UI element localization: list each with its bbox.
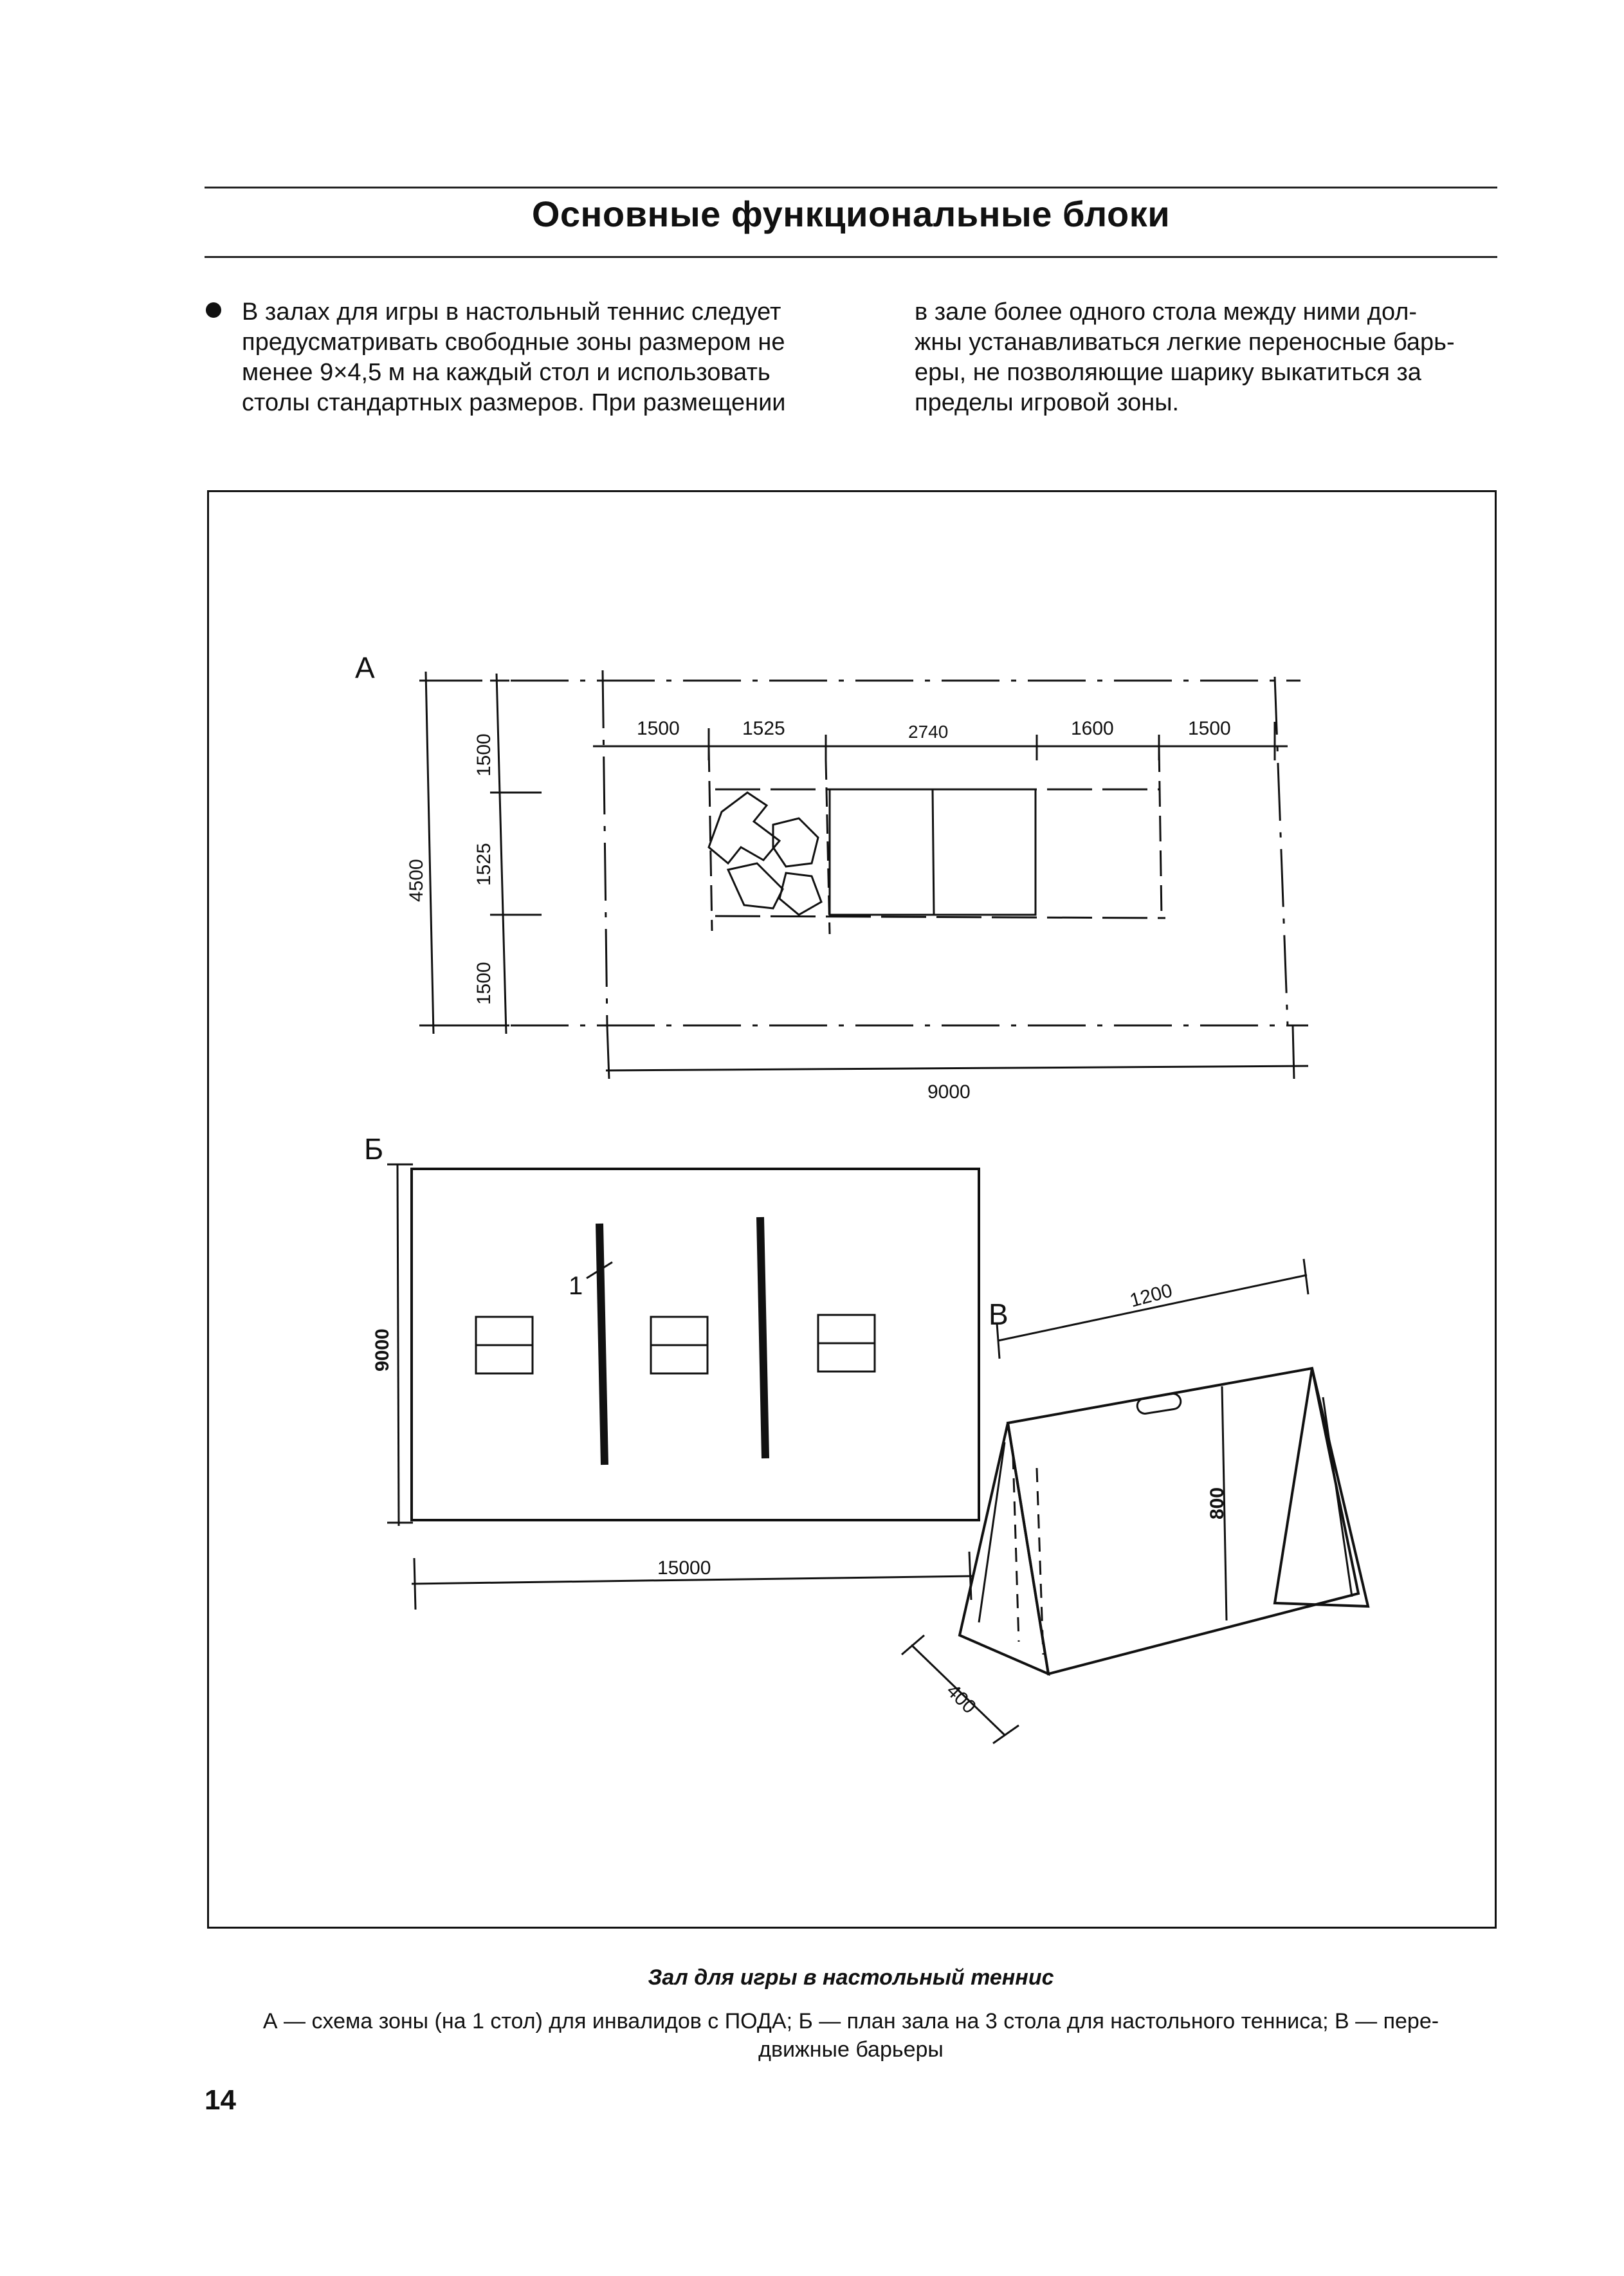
caption-line: движные барьеры	[758, 2037, 944, 2062]
dim-b-height: 9000	[372, 1328, 393, 1372]
dim-a-left-2: 1525	[473, 843, 495, 886]
heading-bottom-rule	[205, 256, 1497, 258]
heading-top-rule	[205, 187, 1497, 188]
body-text-left: В залах для игры в настольный теннис сле…	[242, 297, 834, 418]
dim-c-depth: 400	[942, 1680, 980, 1718]
body-text-right: в зале более одного стола между ними дол…	[915, 297, 1497, 418]
figure-drawings: А 1500 1525 2740 1600 1500 4500 1500 152…	[207, 490, 1497, 1929]
caption-line: А — схема зоны (на 1 стол) для инвалидов…	[262, 2009, 1439, 2033]
text-line: в зале более одного стола между ними дол…	[915, 298, 1418, 326]
drawing-a	[419, 670, 1309, 1079]
label-c: В	[989, 1298, 1008, 1331]
drawing-c	[901, 1258, 1370, 1745]
dim-a-top-1: 1500	[637, 718, 680, 739]
text-line: В залах для игры в настольный теннис сле…	[242, 298, 781, 326]
label-a: А	[355, 651, 375, 684]
text-line: пределы игровой зоны.	[915, 389, 1180, 416]
drawing-b	[387, 1163, 980, 1610]
dim-a-left-3: 1500	[473, 962, 495, 1005]
text-line: еры, не позволяющие шарику выкатиться за	[915, 359, 1421, 386]
figure-caption-text: А — схема зоны (на 1 стол) для инвалидов…	[205, 2007, 1497, 2064]
label-b: Б	[364, 1132, 383, 1166]
text-line: столы стандартных размеров. При размещен…	[242, 389, 786, 416]
dim-a-top-5: 1500	[1188, 718, 1231, 739]
page-heading: Основные функциональные блоки	[531, 194, 1171, 234]
dim-a-top-3: 2740	[908, 722, 948, 742]
text-line: жны устанавливаться легкие переносные ба…	[915, 329, 1455, 356]
text-line: менее 9×4,5 м на каждый стол и использов…	[242, 359, 771, 386]
dim-a-left-1: 1500	[473, 733, 495, 776]
page-number: 14	[205, 2084, 236, 2116]
figure-caption-title: Зал для игры в настольный теннис	[648, 1965, 1054, 1990]
bullet-icon	[206, 302, 221, 318]
figure-frame	[207, 490, 1497, 1929]
dim-a-left-total: 4500	[406, 859, 427, 902]
dim-a-top-4: 1600	[1071, 718, 1114, 739]
dim-b-width: 15000	[657, 1557, 711, 1579]
dim-c-length: 1200	[1127, 1280, 1174, 1312]
text-line: предусматривать свободные зоны размером …	[242, 329, 785, 356]
dim-c-height: 800	[1207, 1487, 1228, 1519]
barrier-callout-1: 1	[569, 1272, 583, 1300]
dim-a-bottom: 9000	[927, 1081, 971, 1103]
dim-a-top-2: 1525	[742, 718, 785, 739]
